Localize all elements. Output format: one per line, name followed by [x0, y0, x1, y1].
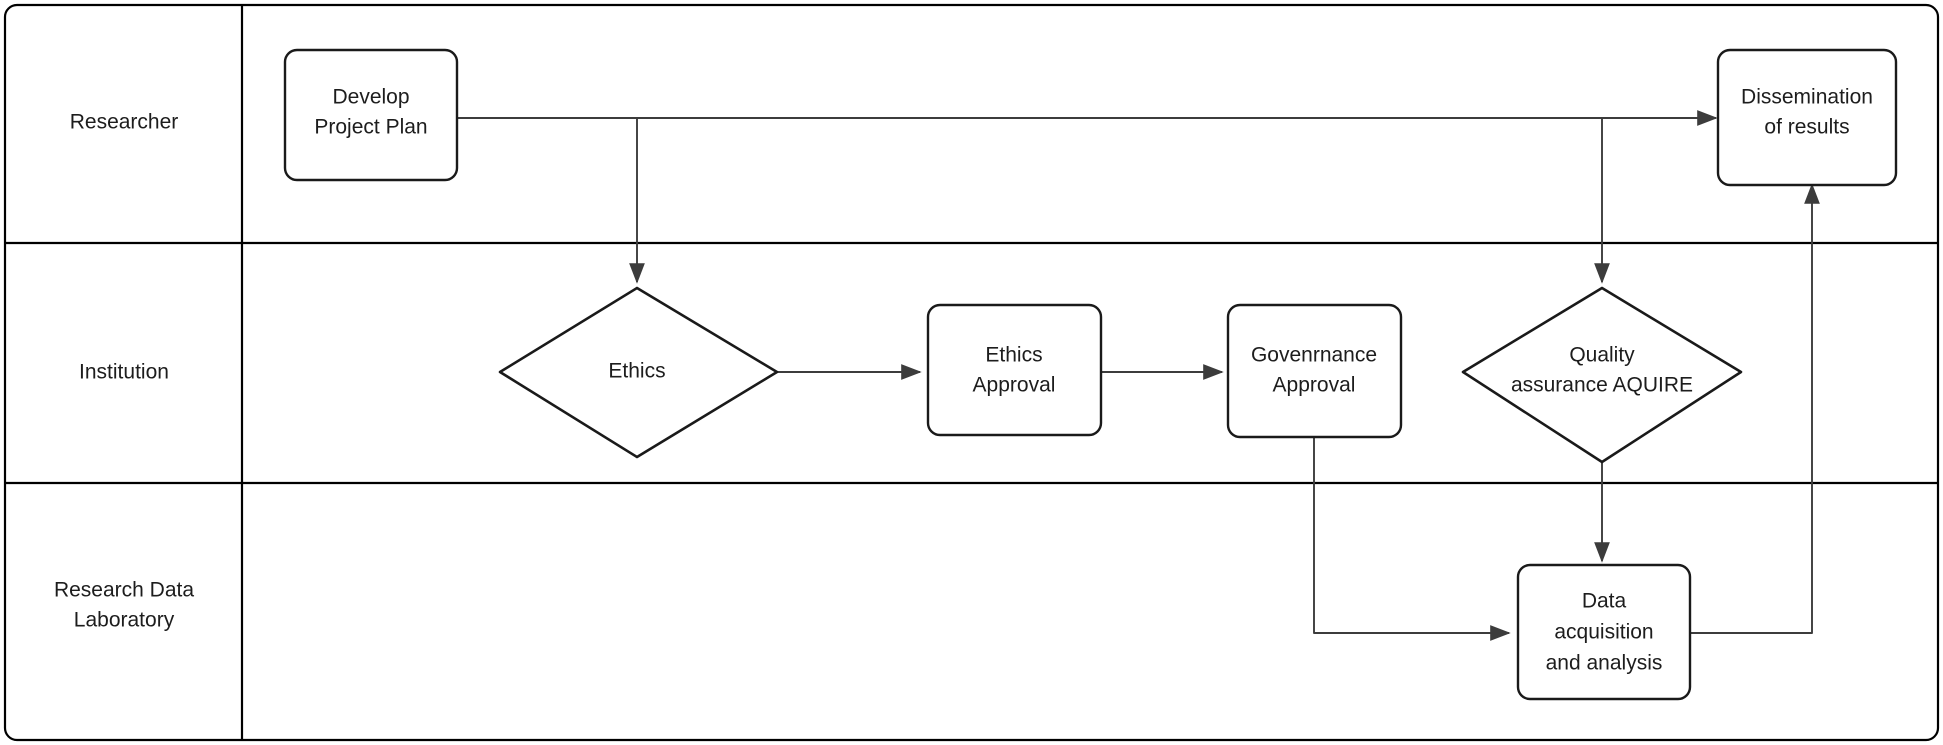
node-data-acquisition-line3: and analysis [1546, 652, 1663, 675]
node-develop-project-plan-line1: Develop [332, 86, 409, 109]
lane-label-institution: Institution [79, 361, 169, 384]
node-develop-project-plan-shape[interactable] [283, 48, 459, 182]
lane-label-researcher: Researcher [70, 111, 179, 134]
node-governance-approval-line2: Approval [1273, 374, 1356, 397]
node-data-acquisition-and-analysis-shape[interactable] [1516, 563, 1692, 701]
lane-header-institution: Institution [79, 361, 169, 384]
node-quality-assurance-aquire-line1: Quality [1569, 344, 1635, 367]
edge-governance-approval-to-data-acquisition [1313, 437, 1511, 641]
node-ethics[interactable]: Ethics [498, 286, 779, 459]
node-develop-project-plan-line2: Project Plan [314, 116, 427, 139]
node-dissemination-of-results-line1: Dissemination [1741, 86, 1873, 109]
node-ethics-approval-line2: Approval [973, 374, 1056, 397]
lane-header-research-data-laboratory: Research Data Laboratory [54, 579, 194, 632]
lane-label-lab-line2: Laboratory [74, 609, 175, 632]
node-dissemination-of-results-shape[interactable] [1716, 48, 1898, 187]
node-quality-assurance-aquire-shape[interactable] [1461, 286, 1743, 464]
node-dissemination-of-results[interactable]: Dissemination of results [1716, 48, 1898, 187]
lane-label-lab-line1: Research Data [54, 579, 194, 602]
node-data-acquisition-line1: Data [1582, 590, 1627, 613]
node-ethics-approval-shape[interactable] [926, 303, 1103, 437]
node-develop-project-plan[interactable]: Develop Project Plan [283, 48, 459, 182]
node-governance-approval[interactable]: Govenrnance Approval [1226, 303, 1403, 439]
node-governance-approval-shape[interactable] [1226, 303, 1403, 439]
node-ethics-label: Ethics [608, 360, 665, 383]
node-dissemination-of-results-line2: of results [1764, 116, 1849, 139]
connectors [457, 110, 1820, 641]
node-ethics-shape[interactable] [498, 286, 779, 459]
node-governance-approval-line1: Govenrnance [1251, 344, 1377, 367]
node-data-acquisition-and-analysis[interactable]: Data acquisition and analysis [1516, 563, 1692, 701]
node-quality-assurance-aquire-line2: assurance AQUIRE [1511, 374, 1693, 397]
node-quality-assurance-aquire[interactable]: Quality assurance AQUIRE [1461, 286, 1743, 464]
node-ethics-approval-line1: Ethics [985, 344, 1042, 367]
lane-header-researcher: Researcher [70, 111, 179, 134]
node-data-acquisition-line2: acquisition [1554, 621, 1653, 644]
node-ethics-approval[interactable]: Ethics Approval [926, 303, 1103, 437]
edge-data-acquisition-to-dissemination [1689, 183, 1820, 634]
